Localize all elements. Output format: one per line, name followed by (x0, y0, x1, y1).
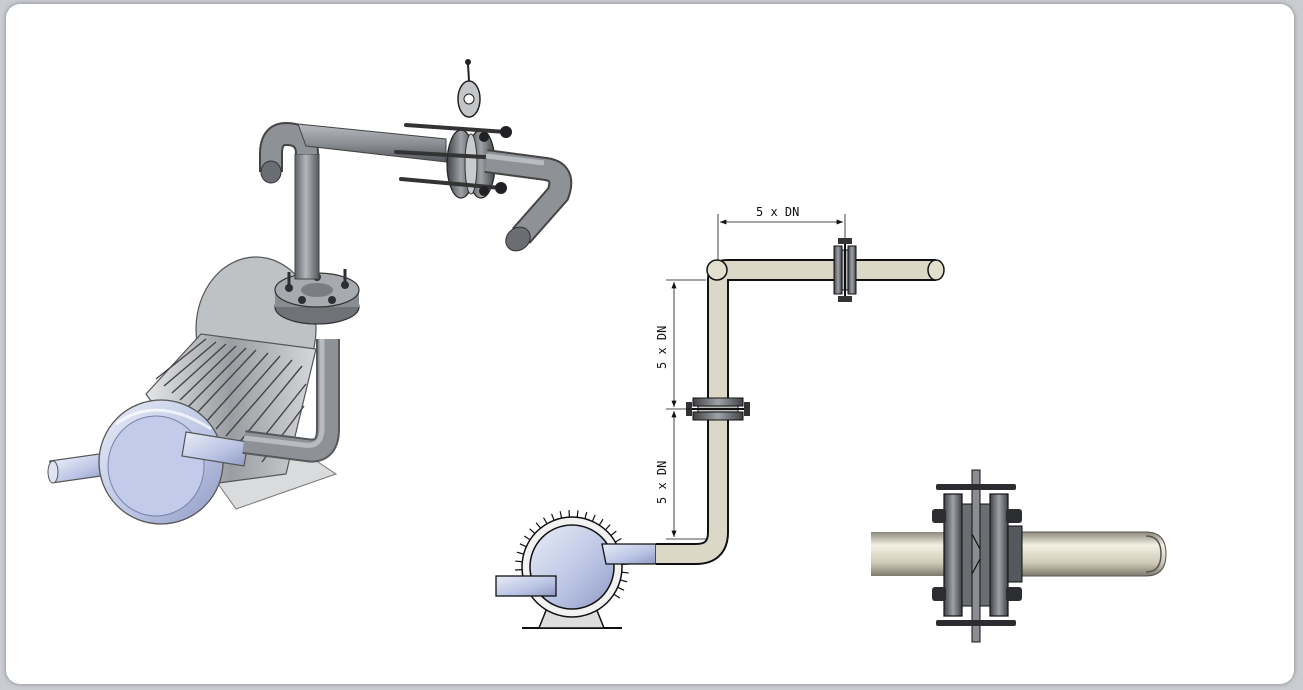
isometric-pump-pipe-assembly (47, 59, 573, 525)
detail-pipe-left (871, 532, 946, 576)
pump-fin (613, 593, 621, 599)
pump-fin (542, 517, 548, 524)
elevation-dimension-drawing: 5 x DN 5 x DN 5 x DN (495, 205, 945, 629)
flange-detail-view (871, 469, 1167, 643)
elbow-2d (706, 259, 728, 281)
pump-fin (559, 511, 563, 519)
dimension-horizontal: 5 x DN (717, 205, 846, 260)
top-flange-2d (833, 238, 857, 302)
dimension-vertical-lower: 5 x DN (655, 411, 706, 540)
riser-pipe-3d (294, 153, 320, 280)
pump-fin (516, 551, 524, 555)
pump-fin (551, 513, 555, 521)
dimension-label-vertical-upper: 5 x DN (655, 326, 669, 369)
pump-fin (598, 518, 604, 526)
figure-canvas: 5 x DN 5 x DN 5 x DN (47, 59, 1167, 643)
pump-fin (529, 528, 536, 534)
pump-fin (576, 510, 579, 518)
lower-flange-3d (274, 269, 360, 325)
detail-bolts (932, 484, 1022, 626)
detail-flange-right (989, 493, 1009, 617)
pump-fin (519, 543, 527, 548)
pump-fin (523, 535, 531, 541)
detail-flange-left (943, 493, 963, 617)
top-horizontal-pipe-3d (297, 123, 447, 163)
pump-fin (584, 511, 588, 519)
upper-flange-orifice-3d (394, 59, 512, 199)
pump-fin (515, 560, 523, 563)
dimension-label-horizontal: 5 x DN (756, 205, 799, 219)
figure-card: 5 x DN 5 x DN 5 x DN (6, 4, 1294, 684)
pump-discharge-stub (181, 431, 249, 467)
pump-fin (535, 522, 542, 529)
pump-fin (615, 537, 622, 543)
pump-fin (617, 586, 625, 591)
middle-flange-2d (686, 397, 750, 421)
pump-fin (605, 524, 611, 531)
detail-pipe-right (1015, 531, 1167, 577)
pump-casing (98, 399, 224, 525)
detail-orifice-plate (971, 469, 981, 643)
pump-fin (591, 514, 596, 522)
dimension-label-vertical-lower: 5 x DN (655, 461, 669, 504)
pump-fin (621, 571, 629, 574)
pump-fin (620, 579, 628, 583)
pipe-end-2d (927, 259, 945, 281)
pump-2d (495, 510, 657, 629)
pump-fin (610, 530, 617, 537)
dimension-vertical-upper: 5 x DN (655, 279, 706, 410)
